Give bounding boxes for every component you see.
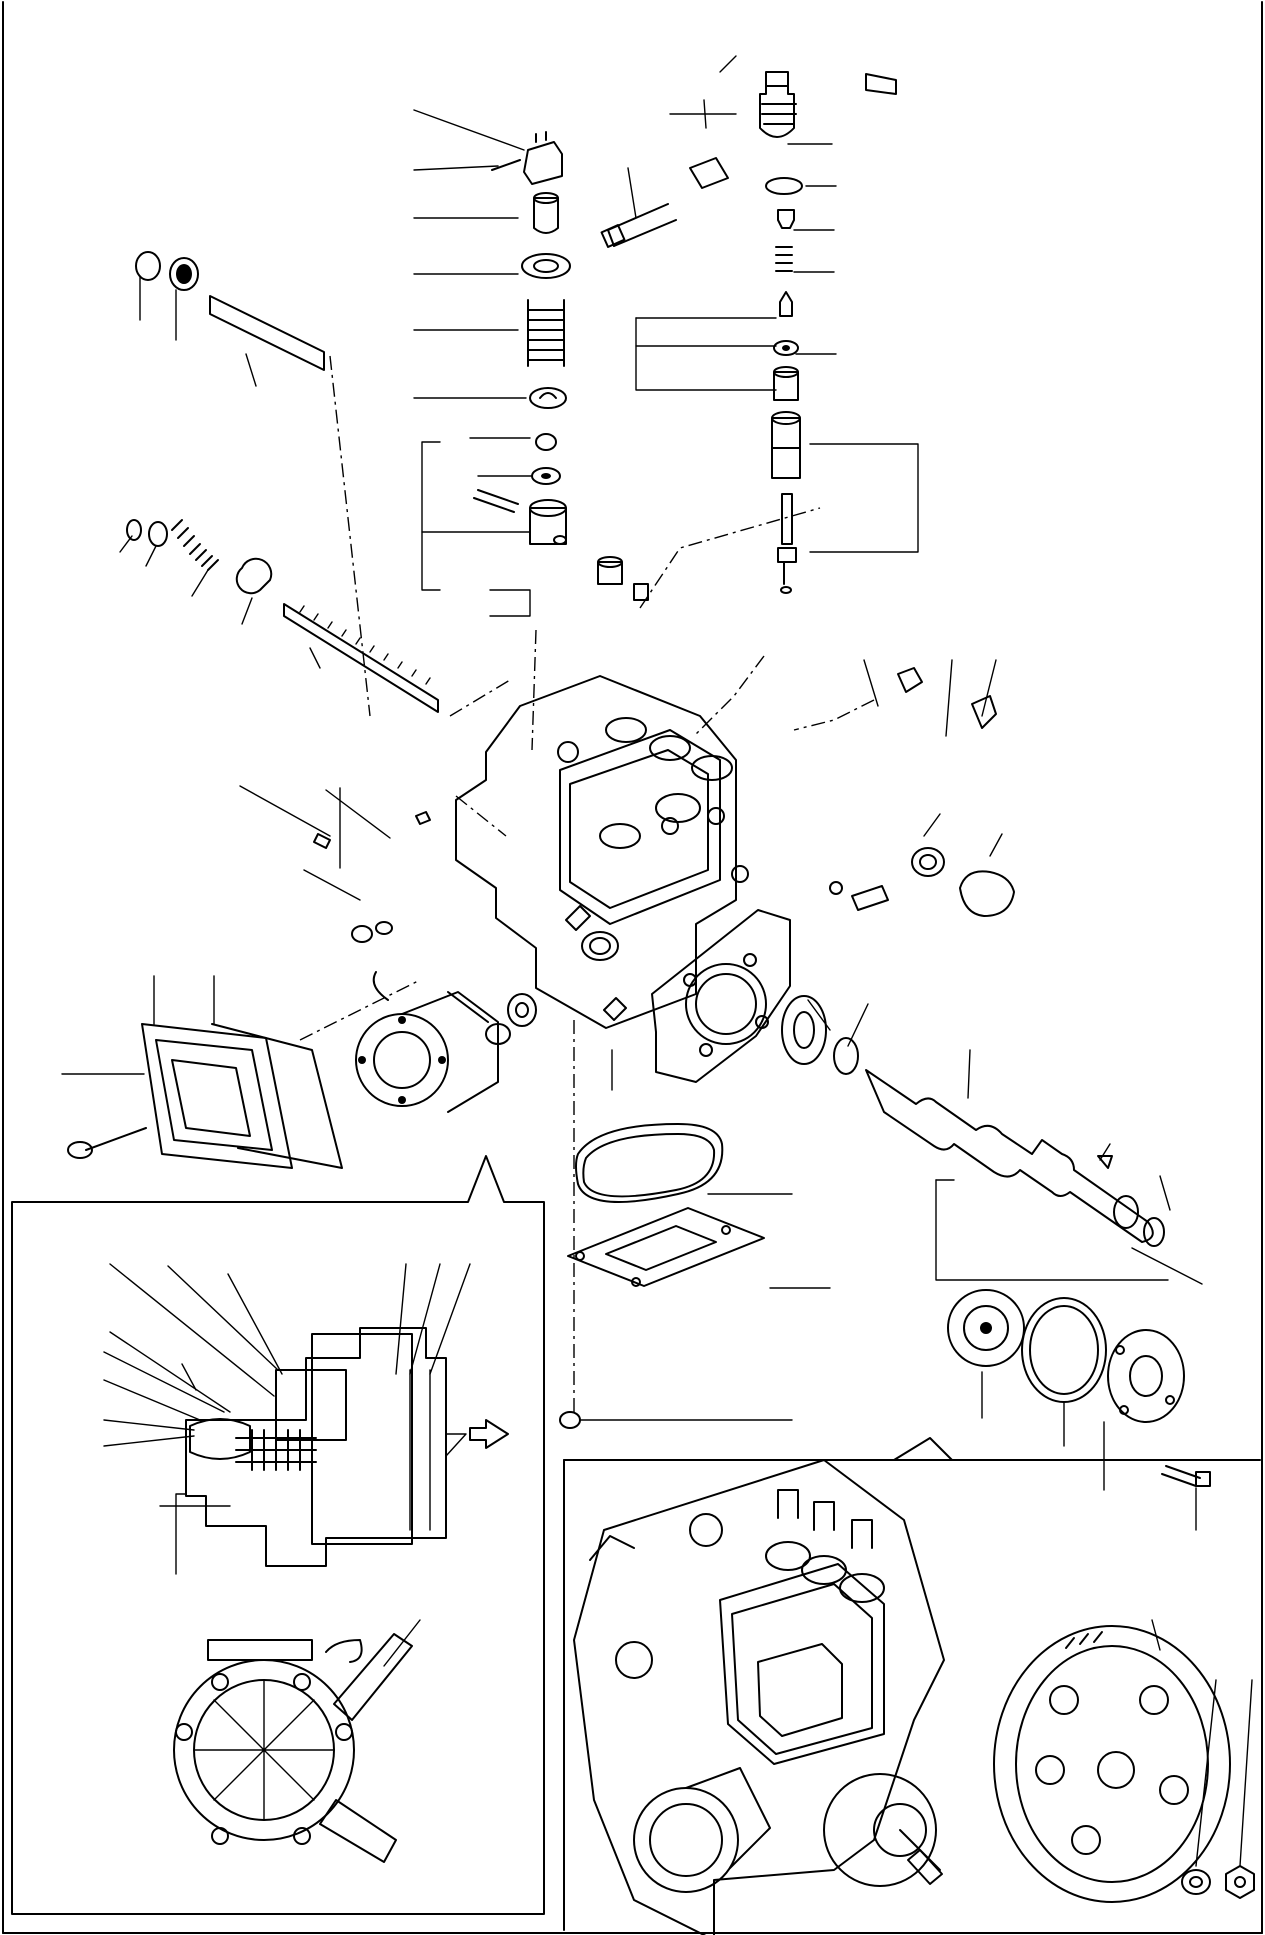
control-rack-group	[126, 251, 439, 713]
side-cover-group	[67, 811, 431, 1169]
pump-housing	[455, 675, 791, 1083]
plug-and-screw-group	[829, 667, 1015, 917]
leader-lines	[61, 55, 1197, 1531]
feed-pump-group	[355, 971, 537, 1113]
delivery-valve-stack	[600, 71, 919, 594]
detail-inset-left	[11, 1155, 545, 1915]
detail-inset-right	[563, 1437, 1261, 1935]
governor-parts-stack	[421, 131, 649, 617]
camshaft-group	[781, 995, 1211, 1487]
gasket-group	[559, 1020, 765, 1429]
